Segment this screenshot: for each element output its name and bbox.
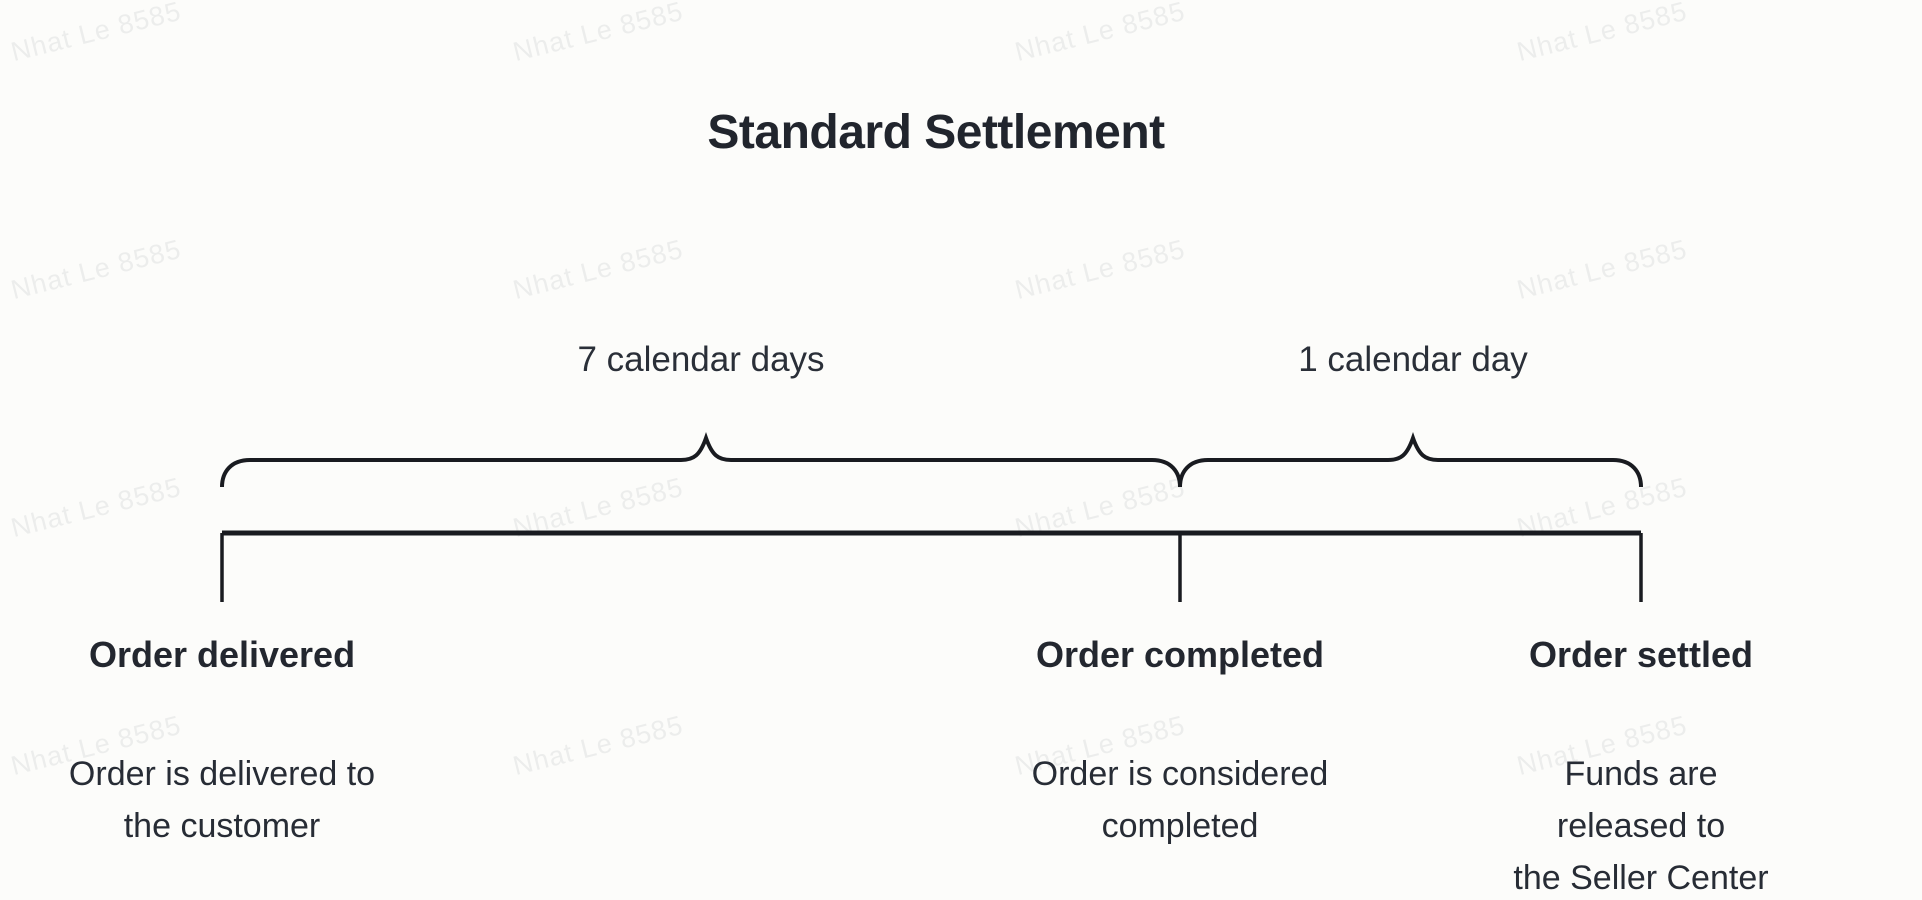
duration-label-1-calendar-day: 1 calendar day: [1298, 340, 1528, 379]
duration-label-7-calendar-days: 7 calendar days: [577, 340, 825, 379]
milestone-desc-order-settled: Funds are released to the Seller Center: [1513, 755, 1769, 897]
milestone-desc-order-delivered: Order is delivered to the customer: [68, 755, 376, 845]
milestone-label-order-delivered: Order delivered: [88, 634, 356, 675]
milestone-desc-order-completed: Order is considered completed: [1031, 755, 1329, 845]
milestone-label-order-settled: Order settled: [1528, 634, 1754, 675]
milestone-label-order-completed: Order completed: [1035, 634, 1325, 675]
brace-7-calendar-days: [220, 431, 1182, 488]
brace-1-calendar-day: [1178, 431, 1643, 488]
page-title: Standard Settlement: [707, 106, 1165, 159]
